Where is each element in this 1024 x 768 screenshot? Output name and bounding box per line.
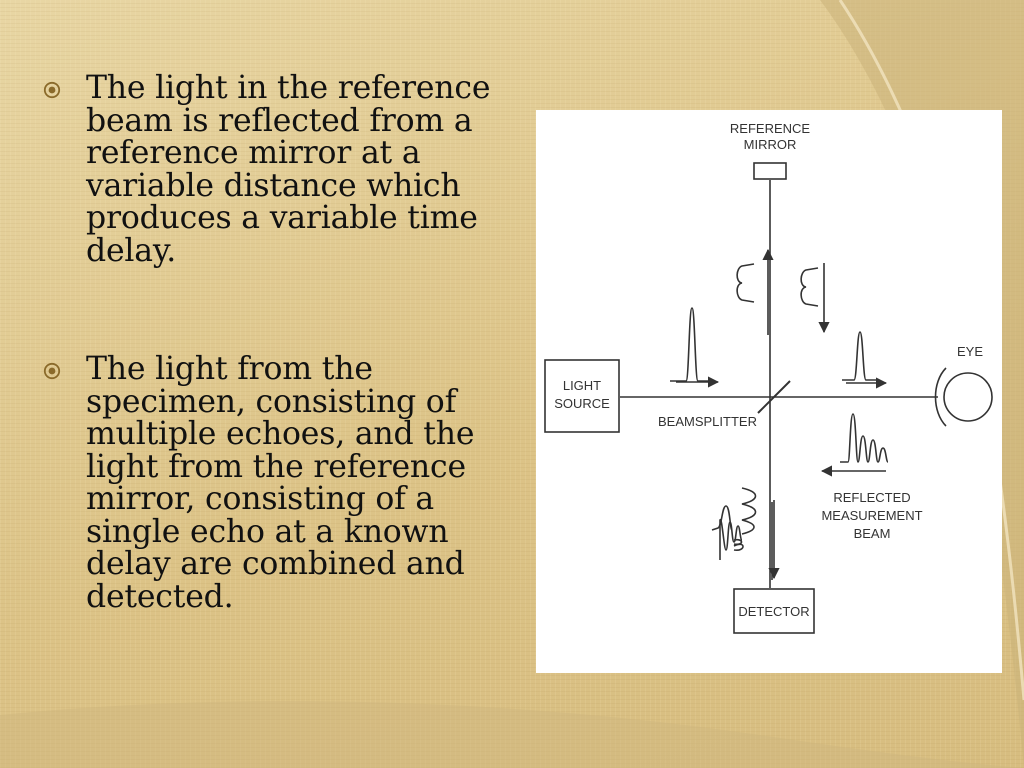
detector-box xyxy=(733,588,815,634)
up-going-pulse xyxy=(736,248,774,335)
bullet-list: The light in the reference beam is refle… xyxy=(40,72,530,613)
bullet-text: The light from the specimen, consisting … xyxy=(86,351,475,615)
down-going-pulse xyxy=(800,263,830,334)
reference-mirror-label-line2: MIRROR xyxy=(744,137,797,152)
circled-dot-icon xyxy=(43,362,61,380)
interferometer-diagram-panel: REFERENCE MIRROR LIGHT SOURCE BEAMSPLITT… xyxy=(536,110,1002,673)
bullet-text: The light in the reference beam is refle… xyxy=(86,70,491,269)
reference-mirror-label-line1: REFERENCE xyxy=(730,121,811,136)
light-source-label-line2: SOURCE xyxy=(554,396,610,411)
reflected-beam-label-line3: BEAM xyxy=(854,526,891,541)
beamsplitter-plate xyxy=(757,380,791,414)
bullet-item: The light in the reference beam is refle… xyxy=(40,72,530,267)
eye-bound-pulse xyxy=(842,331,888,389)
reflected-beam-label-line2: MEASUREMENT xyxy=(821,508,922,523)
light-source-box xyxy=(544,359,620,433)
eye-icon xyxy=(934,367,993,427)
interferometer-diagram: REFERENCE MIRROR LIGHT SOURCE BEAMSPLITT… xyxy=(544,121,993,634)
circled-dot-icon xyxy=(43,81,61,99)
reflected-echoes-pulse xyxy=(820,413,889,477)
bullet-item: The light from the specimen, consisting … xyxy=(40,353,530,613)
reflected-beam-label-line1: REFLECTED xyxy=(833,490,910,505)
detector-label: DETECTOR xyxy=(738,604,809,619)
detector-bound-pulses xyxy=(711,487,780,580)
reference-mirror-box xyxy=(753,162,787,180)
light-source-label-line1: LIGHT xyxy=(563,378,601,393)
beamsplitter-label: BEAMSPLITTER xyxy=(658,414,757,429)
eye-label: EYE xyxy=(957,344,983,359)
source-pulse xyxy=(670,307,720,388)
